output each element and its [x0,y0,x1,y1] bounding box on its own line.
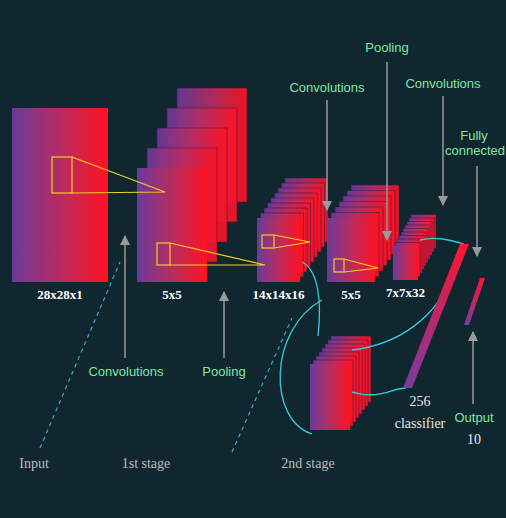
feature-map-layer: 14x14x16 [257,218,300,282]
pointer-arrow [223,292,225,358]
kernel-window [262,235,274,248]
stage-op-label: Convolutions [289,80,364,95]
kernel-projection [72,157,165,193]
dimension-label: 7x7x32 [386,286,425,299]
layer-size: 256 [410,394,431,410]
stage-op-label: Pooling [202,364,245,379]
feature-map [310,364,350,430]
dimension-label: 5x5 [341,288,361,301]
output-bar [464,278,485,325]
feature-map-layer: 5x5 [327,218,375,282]
stage-label: Input [19,456,49,472]
kernel-window [157,243,170,265]
feature-map [12,108,108,282]
dimension-label: 14x14x16 [253,288,305,301]
pointer-arrow [476,166,478,256]
classifier-bar [403,244,469,388]
stage-op-label: Output [454,410,493,425]
feature-map [257,218,300,282]
layer-name: classifier [395,416,446,432]
kernel-window [334,259,344,272]
flow-curve [420,238,464,244]
pointer-arrow [442,96,444,205]
stage-label: 1st stage [122,456,171,472]
stage-label: 2nd stage [281,456,334,472]
pointer-arrow [326,100,328,210]
kernel-projection [274,235,310,248]
feature-map [393,246,418,280]
layer-size: 10 [467,432,481,448]
feature-map [327,218,375,282]
flow-curve [280,300,322,434]
stage-divider [232,318,292,452]
stage-op-label: Convolutions [88,364,163,379]
flow-curve [352,388,406,395]
pointer-arrow [472,332,474,404]
stage-op-label: Fully connected [445,128,503,158]
pointer-arrow [386,62,388,240]
stage-op-label: Convolutions [405,76,480,91]
feature-map-layer: 5x5 [137,168,207,282]
flow-curve [302,262,319,336]
dimension-label: 28x28x1 [37,288,83,301]
dimension-label: 5x5 [162,288,182,301]
feature-map-layer: 7x7x32 [393,246,418,280]
pointer-arrow [124,236,126,358]
kernel-projection [344,259,378,272]
stage-op-label: Pooling [365,40,408,55]
feature-map-layer: 28x28x1 [12,108,108,282]
kernel-window [52,157,72,193]
kernel-projection [170,243,265,265]
